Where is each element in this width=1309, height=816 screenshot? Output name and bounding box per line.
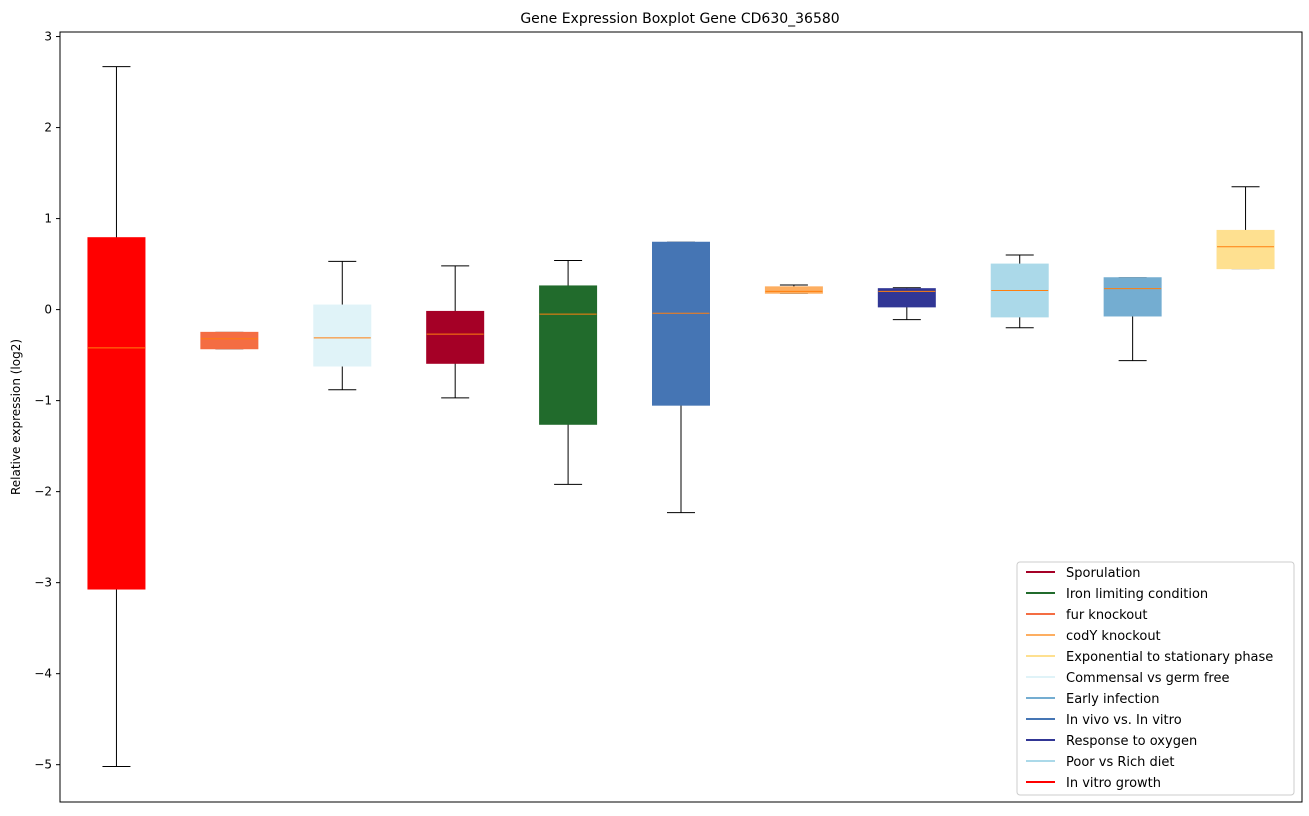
legend-label: fur knockout — [1066, 608, 1148, 623]
y-tick-label: 0 — [44, 303, 52, 317]
box-sporulation — [426, 265, 485, 399]
box-response-to-oxygen — [877, 287, 936, 321]
box-body — [539, 285, 598, 425]
box-body — [426, 310, 485, 364]
box-body — [313, 304, 372, 367]
legend-label: Exponential to stationary phase — [1066, 650, 1273, 665]
legend-label: In vivo vs. In vitro — [1066, 713, 1182, 728]
box-fur-knockout — [200, 331, 259, 350]
box-exponential-to-stationary-phase — [1216, 186, 1275, 270]
legend-label: codY knockout — [1066, 629, 1161, 644]
legend-label: Early infection — [1066, 692, 1159, 707]
box-body — [1103, 277, 1162, 317]
legend-label: Response to oxygen — [1066, 734, 1197, 749]
y-tick-label: 1 — [44, 212, 52, 226]
chart-title: Gene Expression Boxplot Gene CD630_36580 — [520, 11, 839, 27]
box-in-vitro-growth — [87, 66, 146, 768]
y-tick-label: −5 — [34, 758, 52, 772]
y-axis-label: Relative expression (log2) — [9, 339, 23, 495]
box-in-vivo-vs-in-vitro — [652, 241, 710, 514]
plot-frame — [59, 31, 1303, 803]
legend-label: Poor vs Rich diet — [1066, 755, 1174, 770]
box-iron-limiting-condition — [539, 259, 598, 485]
box-body — [764, 286, 823, 294]
legend-label: In vitro growth — [1066, 776, 1161, 791]
legend-label: Sporulation — [1066, 566, 1141, 581]
box-body — [877, 288, 936, 308]
box-body — [1216, 229, 1275, 270]
y-tick-label: 2 — [44, 121, 52, 135]
legend-label: Iron limiting condition — [1066, 587, 1208, 602]
box-poor-vs-rich-diet — [990, 254, 1049, 329]
box-body — [200, 331, 259, 350]
boxes-group — [87, 66, 1275, 768]
y-tick-label: −3 — [34, 576, 52, 590]
y-tick-label: 3 — [44, 30, 52, 44]
box-commensal-vs-germ-free — [313, 260, 372, 391]
box-early-infection — [1103, 277, 1162, 362]
y-tick-label: −2 — [34, 485, 52, 499]
y-tick-label: −1 — [34, 394, 52, 408]
box-cody-knockout — [764, 284, 823, 294]
y-tick-label: −4 — [34, 667, 52, 681]
legend-label: Commensal vs germ free — [1066, 671, 1229, 686]
box-body — [652, 241, 710, 406]
box-body — [87, 237, 146, 590]
legend-frame — [1016, 561, 1295, 796]
y-axis: 3 2 1 0 −1 −2 −3 −4 −5 — [34, 30, 60, 772]
